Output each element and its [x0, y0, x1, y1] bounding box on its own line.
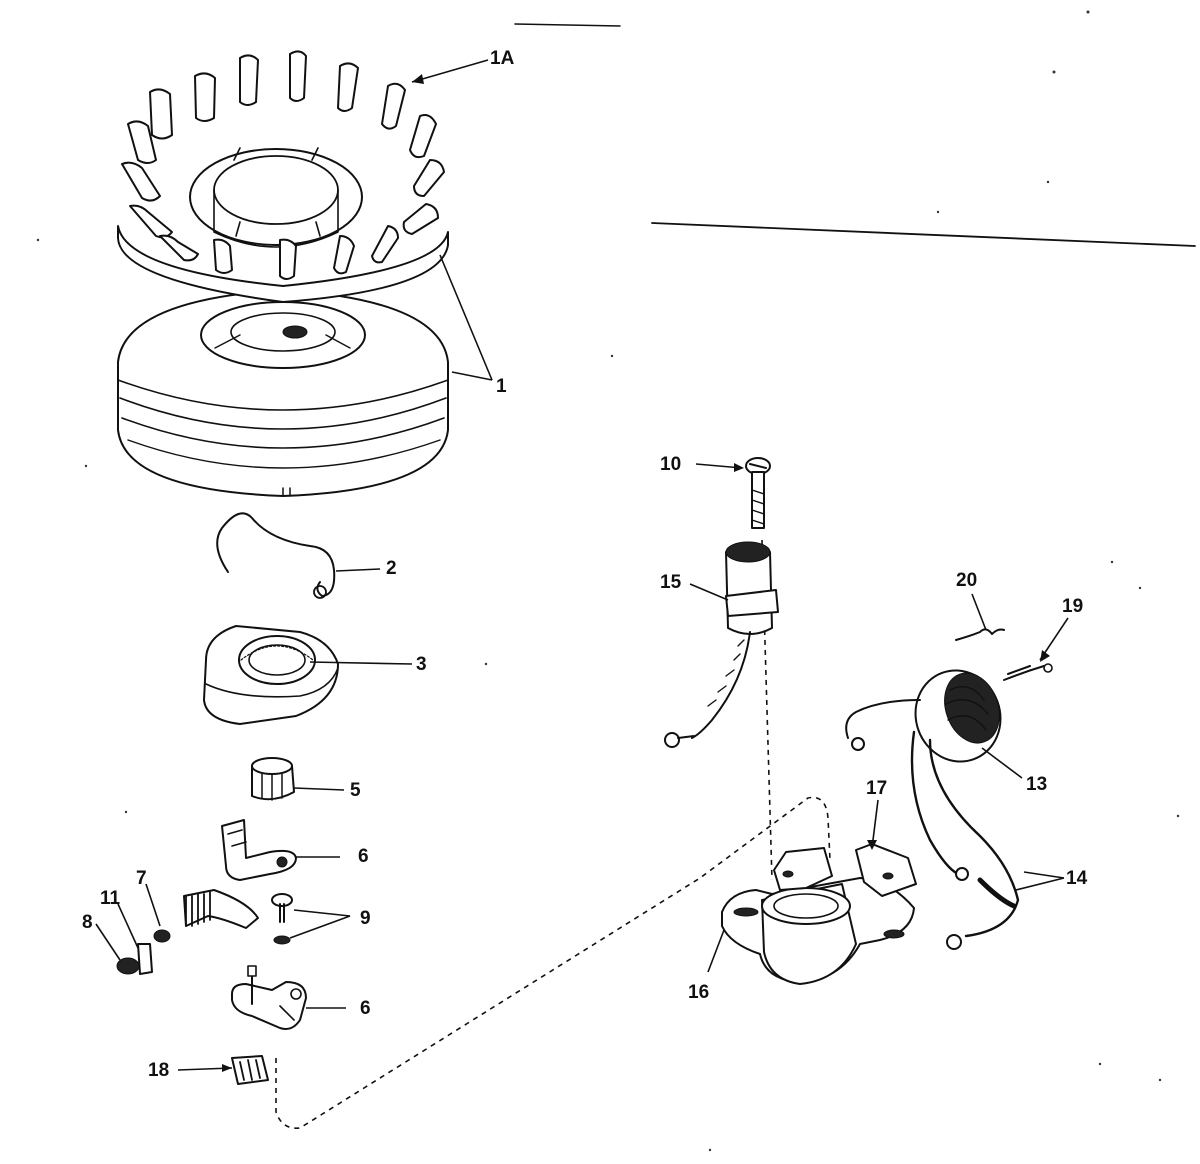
- leader-8: [95, 923, 121, 961]
- dashed-connection-line: [275, 796, 831, 1129]
- leader-3: [309, 661, 413, 665]
- top-rule-line: [514, 23, 621, 27]
- dashed-screw-line: [761, 539, 773, 881]
- bushing-drawing: [251, 757, 295, 801]
- leader-1a: [411, 59, 489, 83]
- ignition-coil-drawing: [845, 669, 1002, 763]
- ground-clip-drawing: [955, 628, 1005, 641]
- label-17: 17: [866, 778, 887, 799]
- scan-speckles: [36, 10, 1180, 1152]
- leader-13: [981, 747, 1023, 779]
- label-2: 2: [386, 558, 397, 579]
- retainer-clip-drawing: [1003, 663, 1053, 681]
- label-13: 13: [1026, 774, 1047, 795]
- screw-washer-drawing: [271, 893, 293, 945]
- leader-20: [971, 593, 987, 631]
- contact-spring-drawing: [116, 889, 259, 975]
- leader-16: [707, 929, 725, 973]
- leader-14b: [1015, 877, 1065, 891]
- coil-bracket-drawing: [721, 843, 917, 985]
- label-10: 10: [660, 454, 681, 475]
- leader-11: [117, 903, 139, 949]
- breaker-arm-drawing: [221, 819, 297, 881]
- arrowhead-1a: [412, 74, 424, 84]
- arrowhead-17: [867, 840, 877, 850]
- arrowhead-19: [1040, 650, 1050, 662]
- label-7: 7: [136, 868, 147, 889]
- label-14: 14: [1066, 868, 1088, 889]
- label-19: 19: [1062, 596, 1083, 617]
- label-1: 1: [496, 376, 507, 397]
- spring-clip-drawing: [216, 512, 336, 599]
- label-6a: 6: [358, 846, 369, 867]
- leader-15: [689, 583, 729, 601]
- divider-rule-line: [651, 222, 1196, 247]
- condenser-clip-drawing: [231, 1055, 269, 1085]
- arrowhead-18: [222, 1064, 232, 1072]
- mount-screw-drawing: [745, 457, 771, 529]
- leader-1-lower: [451, 371, 493, 381]
- label-15: 15: [660, 572, 682, 593]
- breaker-plate-drawing: [231, 965, 307, 1030]
- label-16: 16: [688, 982, 709, 1003]
- arrowhead-10: [734, 463, 744, 472]
- label-8: 8: [82, 912, 93, 933]
- leader-9b: [289, 915, 351, 939]
- leader-7: [145, 883, 161, 927]
- label-11: 11: [100, 888, 121, 909]
- label-5: 5: [350, 780, 361, 801]
- leader-2: [335, 568, 381, 572]
- leader-5: [293, 787, 345, 791]
- label-9: 9: [360, 908, 371, 929]
- flywheel-assembly-drawing: [117, 50, 449, 497]
- leader-1-upper: [439, 254, 493, 381]
- leader-9a: [293, 909, 351, 917]
- leader-14a: [1023, 871, 1065, 879]
- label-6b: 6: [360, 998, 371, 1019]
- label-20: 20: [956, 570, 977, 591]
- condenser-drawing: [664, 541, 779, 748]
- label-3: 3: [416, 654, 427, 675]
- label-18: 18: [148, 1060, 169, 1081]
- breaker-cover-drawing: [203, 625, 339, 725]
- wire-leads-drawing: [910, 730, 1020, 950]
- label-1a: 1A: [490, 48, 515, 69]
